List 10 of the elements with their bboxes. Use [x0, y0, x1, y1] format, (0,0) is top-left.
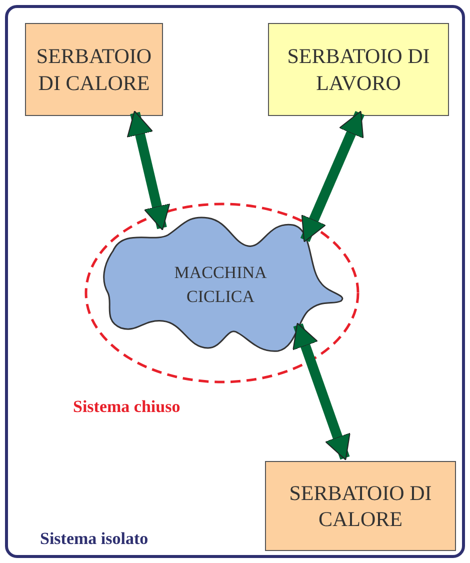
double-arrow — [300, 110, 365, 242]
reservoir-box: SERBATOIO DI LAVORO — [268, 23, 449, 116]
reservoir-box: SERBATOIO DI CALORE — [25, 23, 163, 116]
boundary-label: Sistema chiuso — [73, 397, 180, 417]
double-arrow — [126, 110, 170, 230]
reservoir-box: SERBATOIO DI CALORE — [265, 461, 456, 551]
boundary-label: Sistema isolato — [40, 529, 148, 549]
system-boundary — [5, 5, 465, 558]
double-arrow — [292, 322, 350, 460]
machine-label: MACCHINA CICLICA — [173, 262, 268, 308]
